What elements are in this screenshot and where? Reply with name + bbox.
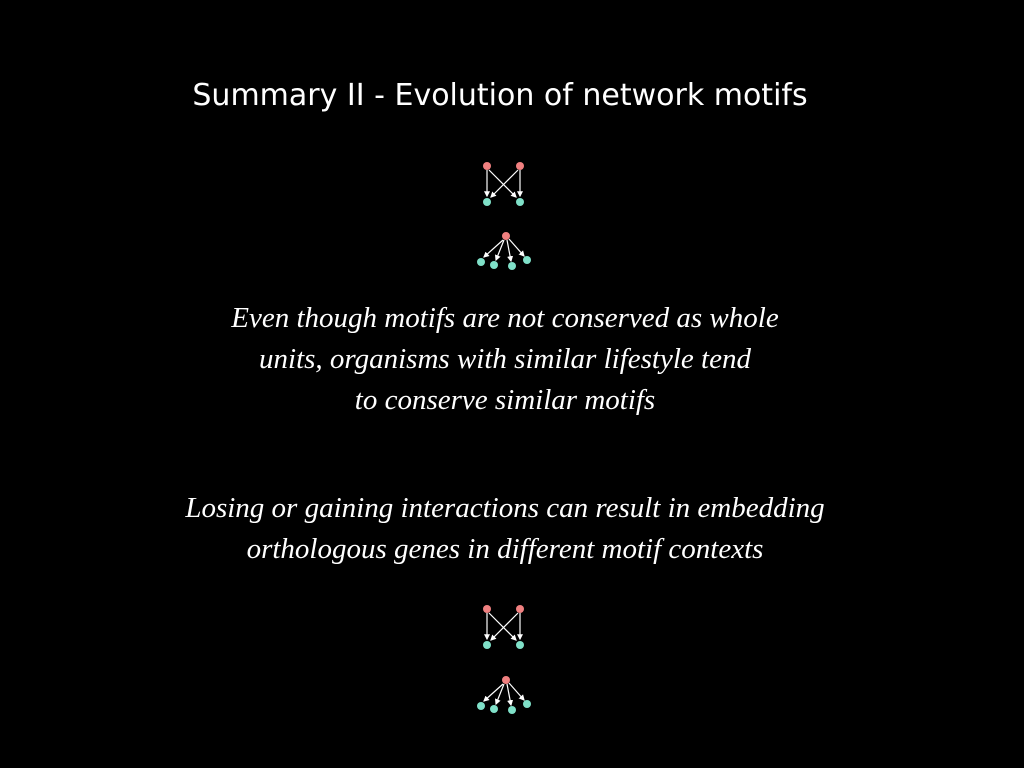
slide-title: Summary II - Evolution of network motifs <box>192 78 808 113</box>
paragraph-line: Losing or gaining interactions can resul… <box>185 492 825 524</box>
paragraph-interaction-changes: Losing or gaining interactions can resul… <box>0 488 1010 570</box>
paragraph-line: orthologous genes in different motif con… <box>246 533 764 565</box>
single-input-module-motif-icon <box>477 232 531 270</box>
single-input-module-motif-icon <box>477 676 531 714</box>
bi-fan-motif-icon <box>483 162 524 206</box>
paragraph-line: units, organisms with similar lifestyle … <box>259 343 751 375</box>
paragraph-line: to conserve similar motifs <box>354 384 656 416</box>
paragraph-line: Even though motifs are not conserved as … <box>231 302 779 334</box>
paragraph-motif-conservation: Even though motifs are not conserved as … <box>0 298 1010 421</box>
bi-fan-motif-icon <box>483 605 524 649</box>
